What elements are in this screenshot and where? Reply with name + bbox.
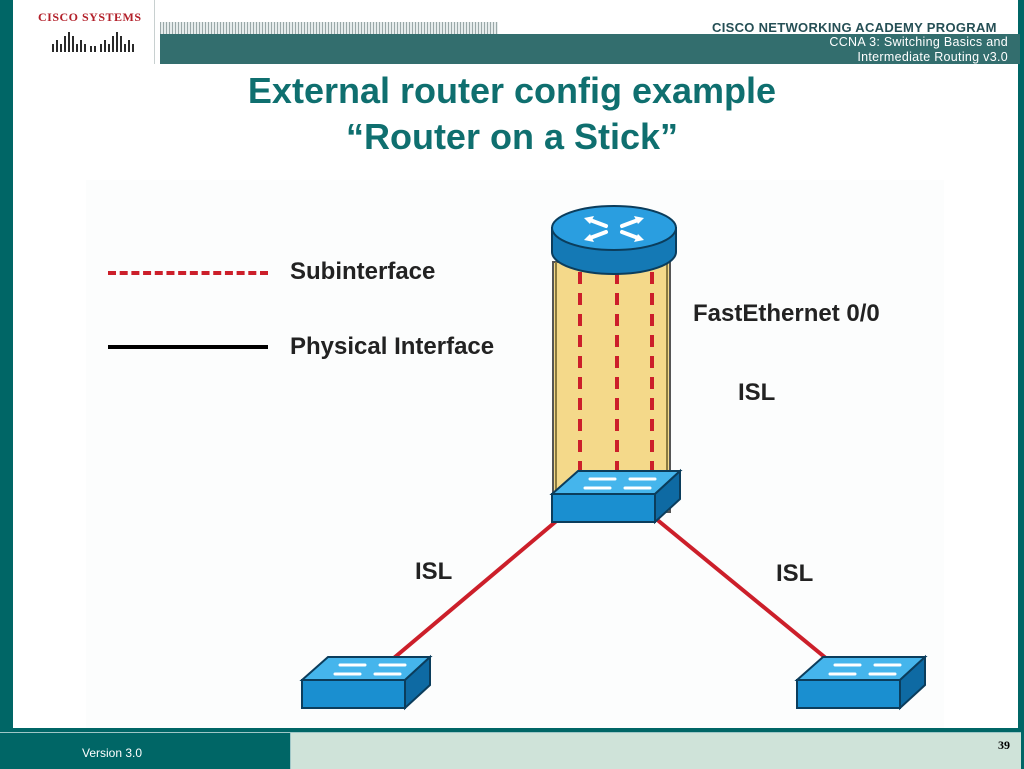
left-link-label: ISL [415,558,453,585]
legend-subinterface-label: Subinterface [290,258,436,285]
version-label: Version 3.0 [82,746,143,760]
header-pattern [160,22,498,34]
cisco-logo: CISCO SYSTEMS [14,0,155,64]
access-switch-right-icon [794,654,928,711]
router-icon [551,205,677,275]
link-left [380,516,562,670]
course-title-line1: CCNA 3: Switching Basics and [829,35,1008,49]
trunk-interface-label: FastEthernet 0/0 [693,300,880,327]
right-link-label: ISL [776,560,814,587]
legend-physical-line [108,345,268,349]
trunk-protocol-label: ISL [738,379,776,406]
logo-text: CISCO SYSTEMS [38,10,142,24]
footer-left-panel [0,732,291,769]
link-right [653,516,840,670]
program-title: CISCO NETWORKING ACADEMY PROGRAM [712,20,997,35]
header-band [160,34,1020,64]
footer-right-panel [291,732,1021,769]
page-number: 39 [998,738,1010,752]
slide-subtitle: “Router on a Stick” [345,116,679,157]
legend-subinterface-line [108,271,268,275]
access-switch-left-icon [299,654,433,711]
course-title-line2: Intermediate Routing v3.0 [857,50,1008,64]
logo-bars-icon [52,32,134,52]
distribution-switch-icon [549,468,683,525]
slide-title: External router config example [247,70,777,111]
legend-physical-label: Physical Interface [290,333,495,360]
